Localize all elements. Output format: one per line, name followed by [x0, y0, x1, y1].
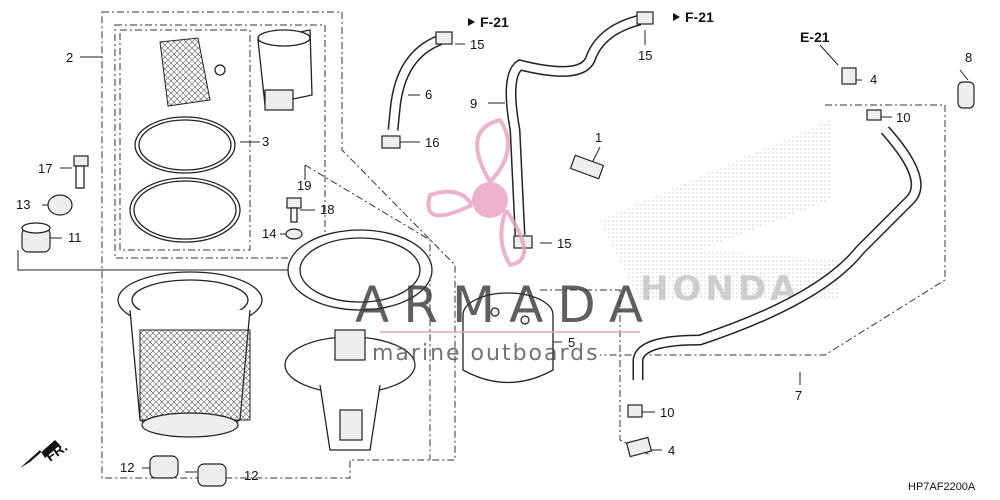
callout-17[interactable]: 17: [38, 161, 52, 176]
reference-arrows: [20, 13, 839, 468]
hose-lines: [387, 14, 922, 380]
callout-7[interactable]: 7: [795, 388, 802, 403]
part-bolt-18: [285, 197, 303, 240]
diagram-code: HP7AF2200A: [908, 481, 976, 493]
honda-logo-text: HONDA: [640, 269, 800, 309]
callout-4-bottom[interactable]: 4: [668, 443, 675, 458]
callout-12-left[interactable]: 12: [120, 460, 134, 475]
callout-15-center[interactable]: 15: [557, 236, 571, 251]
ref-f21-left[interactable]: F-21: [480, 14, 509, 30]
part-fuel-pump-strainer: [117, 271, 263, 438]
front-arrow-icon: [20, 440, 60, 468]
callout-4-top[interactable]: 4: [870, 72, 877, 87]
callout-10-top[interactable]: 10: [896, 110, 910, 125]
armada-propeller-logo: [426, 117, 527, 268]
callout-9[interactable]: 9: [470, 96, 477, 111]
clamps: [149, 11, 975, 487]
callout-14[interactable]: 14: [262, 226, 276, 241]
callout-numbers: 1 2 3 4 4 5 6 7 8 9 10 10 11 12 12 13 14…: [16, 37, 972, 483]
ref-e21[interactable]: E-21: [800, 29, 830, 45]
callout-8[interactable]: 8: [965, 50, 972, 65]
part-bolts-left: [21, 155, 89, 253]
ref-f21-right[interactable]: F-21: [685, 9, 714, 25]
front-label: FR.: [43, 438, 71, 464]
callout-16[interactable]: 16: [425, 135, 439, 150]
part-pump-body: [284, 329, 416, 451]
callout-1[interactable]: 1: [595, 130, 602, 145]
callout-13[interactable]: 13: [16, 197, 30, 212]
callout-15-left[interactable]: 15: [470, 37, 484, 52]
watermark-tagline: marine outboards: [372, 341, 600, 366]
part-flange-gasket: [287, 229, 433, 311]
callout-11[interactable]: 11: [68, 230, 82, 245]
watermark-brand: ARMADA: [355, 276, 657, 334]
callout-6[interactable]: 6: [425, 87, 432, 102]
part-regulator-housing: [257, 29, 313, 111]
callout-19[interactable]: 19: [297, 178, 311, 193]
callout-18[interactable]: 18: [320, 202, 334, 217]
honda-wing-background: HONDA: [600, 120, 840, 309]
callout-5[interactable]: 5: [568, 335, 575, 350]
part-seal-kit: [129, 37, 241, 243]
callout-12-right[interactable]: 12: [244, 468, 258, 483]
callout-2[interactable]: 2: [66, 50, 73, 65]
f21-right-arrow-icon: [673, 13, 680, 21]
callout-15-right[interactable]: 15: [638, 48, 652, 63]
f21-left-arrow-icon: [468, 18, 475, 26]
callout-3[interactable]: 3: [262, 134, 269, 149]
callout-10-bottom[interactable]: 10: [660, 405, 674, 420]
